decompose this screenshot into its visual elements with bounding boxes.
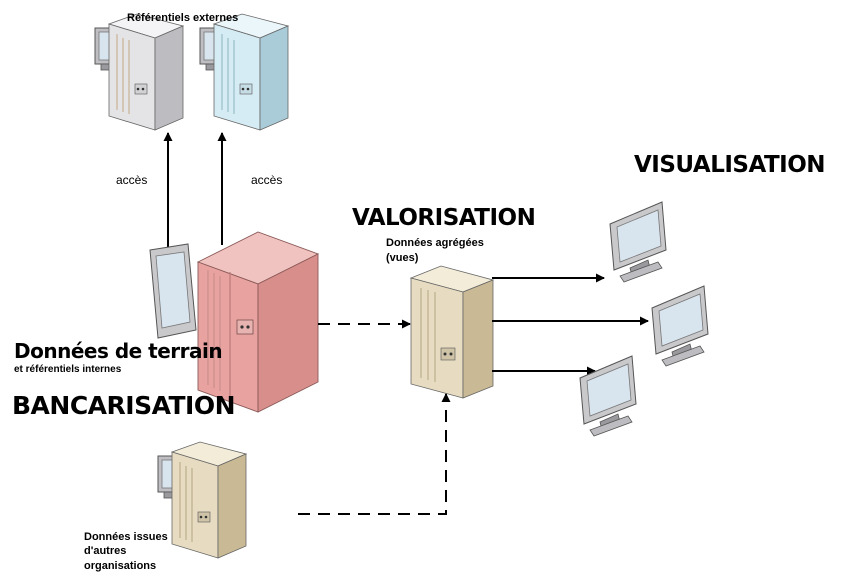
- other-orgs-label: Données issues d'autres organisations: [84, 530, 168, 573]
- monitor-middle-icon: [651, 285, 709, 367]
- internal-refs-label: et référentiels internes: [14, 364, 122, 375]
- other-orgs-line-3: organisations: [84, 559, 157, 572]
- monitor-top-icon: [609, 201, 667, 283]
- external-server-grey-icon: [94, 13, 184, 131]
- valorisation-heading: VALORISATION: [352, 205, 536, 231]
- access-label-right: accès: [251, 173, 283, 187]
- field-data-label: Données de terrain: [14, 339, 223, 363]
- bancarisation-server-icon: [149, 231, 320, 413]
- other-orgs-server-icon: [157, 441, 247, 559]
- monitor-bottom-icon: [579, 355, 637, 437]
- aggregated-line-2: (vues): [386, 251, 419, 264]
- bancarisation-heading: BANCARISATION: [12, 391, 236, 420]
- aggregated-line-1: Données agrégées: [386, 237, 484, 249]
- valorisation-server-icon: [410, 265, 494, 399]
- aggregated-data-label: Données agrégées (vues): [386, 236, 484, 266]
- other-orgs-to-valorisation-arrow: [298, 393, 451, 515]
- visualisation-heading: VISUALISATION: [634, 152, 826, 178]
- external-refs-label: Référentiels externes: [127, 12, 239, 24]
- other-orgs-line-2: d'autres: [84, 545, 127, 558]
- external-server-blue-icon: [199, 13, 289, 131]
- other-orgs-line-1: Données issues: [84, 531, 168, 543]
- access-label-left: accès: [116, 173, 148, 187]
